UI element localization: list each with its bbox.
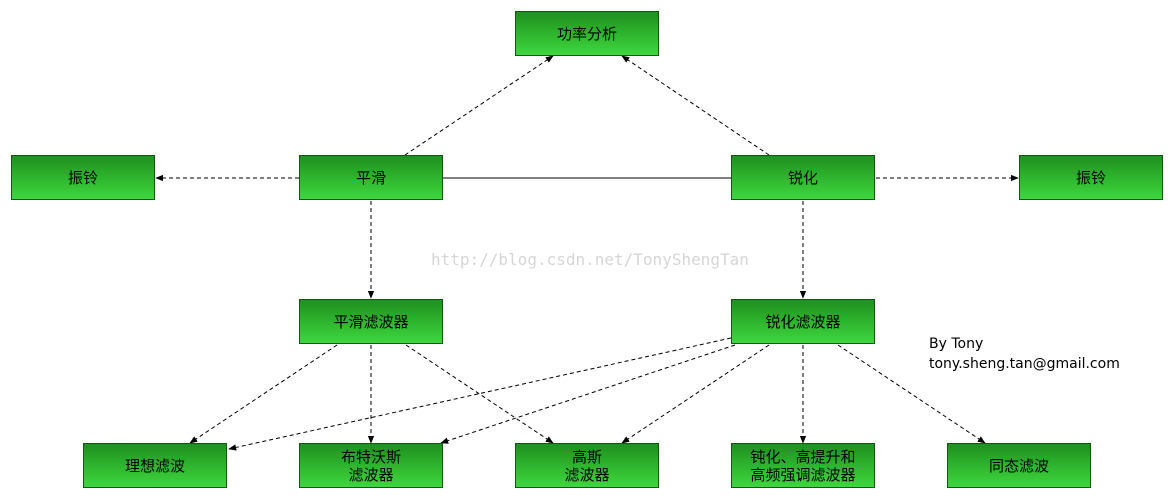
watermark-url: http://blog.csdn.net/TonyShengTan <box>431 250 749 269</box>
node-smooth[interactable]: 平滑 <box>299 155 443 200</box>
node-ringing-right[interactable]: 振铃 <box>1019 155 1163 200</box>
edge-smoothfilter-gaussian <box>405 344 554 444</box>
node-smooth-filter[interactable]: 平滑滤波器 <box>299 299 443 344</box>
edge-sharpenfilter-butterworth <box>440 344 736 444</box>
node-butterworth-filter[interactable]: 布特沃斯 滤波器 <box>299 443 443 488</box>
author-name: By Tony <box>929 336 984 352</box>
edge-smoothfilter-ideal <box>189 344 338 444</box>
edge-sharpen-power <box>621 55 770 156</box>
edge-smooth-power <box>404 55 554 156</box>
node-sharpen-filter[interactable]: 锐化滤波器 <box>731 299 875 344</box>
node-homomorphic-filter[interactable]: 同态滤波 <box>947 443 1091 488</box>
node-passivation-filter[interactable]: 钝化、高提升和 高频强调滤波器 <box>731 443 875 488</box>
author-block: By Tony tony.sheng.tan@gmail.com <box>929 334 1120 374</box>
node-ringing-left[interactable]: 振铃 <box>11 155 155 200</box>
edge-sharpenfilter-homomorphic <box>837 344 986 444</box>
author-email: tony.sheng.tan@gmail.com <box>929 356 1120 372</box>
edge-sharpenfilter-ideal <box>228 337 732 451</box>
node-gaussian-filter[interactable]: 高斯 滤波器 <box>515 443 659 488</box>
edge-sharpenfilter-gaussian <box>621 344 770 444</box>
node-power-analysis[interactable]: 功率分析 <box>515 11 659 56</box>
node-ideal-filter[interactable]: 理想滤波 <box>83 443 227 488</box>
node-sharpen[interactable]: 锐化 <box>731 155 875 200</box>
